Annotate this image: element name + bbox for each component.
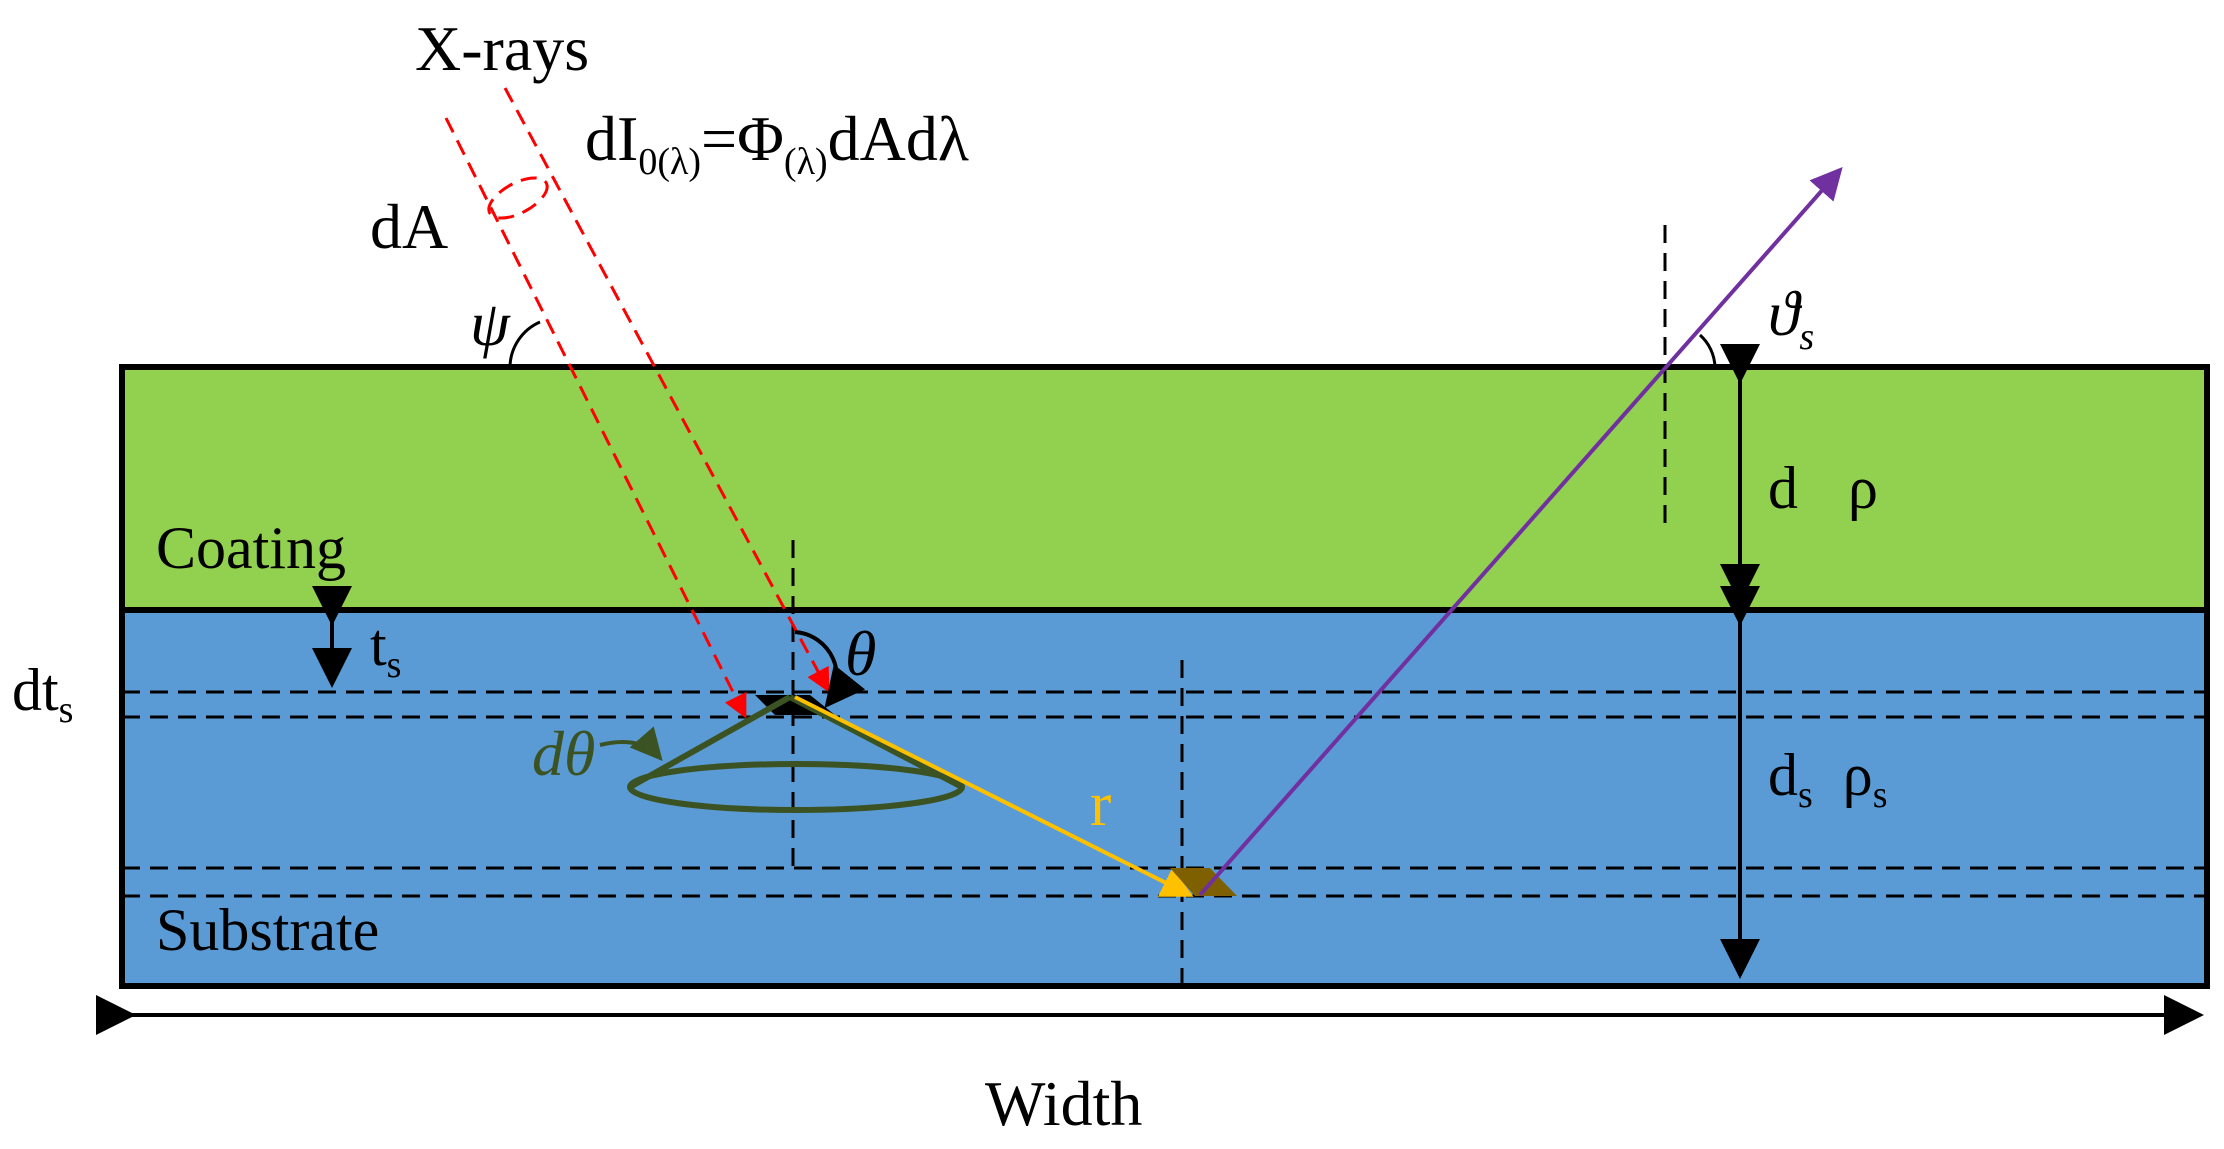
dts-symbol: dt [12, 657, 59, 723]
intensity-sub: 0(λ) [638, 141, 701, 183]
intensity-prefix: dI [585, 103, 638, 174]
thickness-arrows [312, 344, 1760, 979]
rhos-symbol: ρ [1843, 742, 1873, 808]
psi-label: ψ [470, 288, 511, 359]
theta-s-angle-arc [1698, 333, 1717, 368]
theta-label: θ [845, 618, 876, 689]
dtheta-arrow [599, 726, 663, 762]
intensity-suffix: dAdλ [828, 103, 969, 174]
intensity-sub2: (λ) [784, 141, 828, 183]
dA-label: dA [370, 191, 448, 262]
theta-s-symbol: ϑ [1768, 278, 1803, 349]
xray-beams [444, 87, 830, 719]
ts-symbol: t [370, 612, 387, 678]
substrate-layer [119, 607, 2210, 989]
ds-symbol: d [1768, 742, 1798, 808]
emission-cone [627, 694, 965, 813]
intensity-equation: dI0(λ)=Φ(λ)dAdλ [585, 103, 969, 183]
intensity-eq: =Φ [701, 103, 784, 174]
ts-sub: s [387, 644, 402, 686]
beam-cross-section [487, 176, 549, 220]
width-label: Width [985, 1068, 1142, 1139]
r-label: r [1090, 768, 1111, 839]
substrate-label: Substrate [156, 897, 379, 963]
r-vector [794, 695, 1194, 897]
coating-layer [119, 364, 2210, 613]
theta-s-sub: s [1799, 316, 1814, 358]
ts-label: ts [370, 612, 401, 686]
coating-label: Coating [156, 515, 346, 581]
emitted-ray [1198, 167, 1843, 897]
dtheta-label: dθ [532, 718, 595, 789]
xray-beam-right [503, 87, 830, 693]
theta-s-label: ϑs [1768, 278, 1814, 358]
emission-voxel [1170, 868, 1237, 896]
ds-sub: s [1798, 774, 1813, 816]
xrays-label: X-rays [415, 13, 589, 84]
dashed-normals [791, 225, 1667, 985]
psi-angle-arc [508, 320, 541, 368]
rhos-sub: s [1873, 774, 1888, 816]
rho-symbol: ρ [1848, 455, 1878, 521]
theta-angle-arc [794, 630, 866, 709]
d-symbol: d [1768, 455, 1798, 521]
cone-base [627, 761, 965, 813]
xray-beam-left [444, 117, 747, 719]
dts-label: dts [12, 657, 73, 731]
dts-sub: s [59, 689, 74, 731]
